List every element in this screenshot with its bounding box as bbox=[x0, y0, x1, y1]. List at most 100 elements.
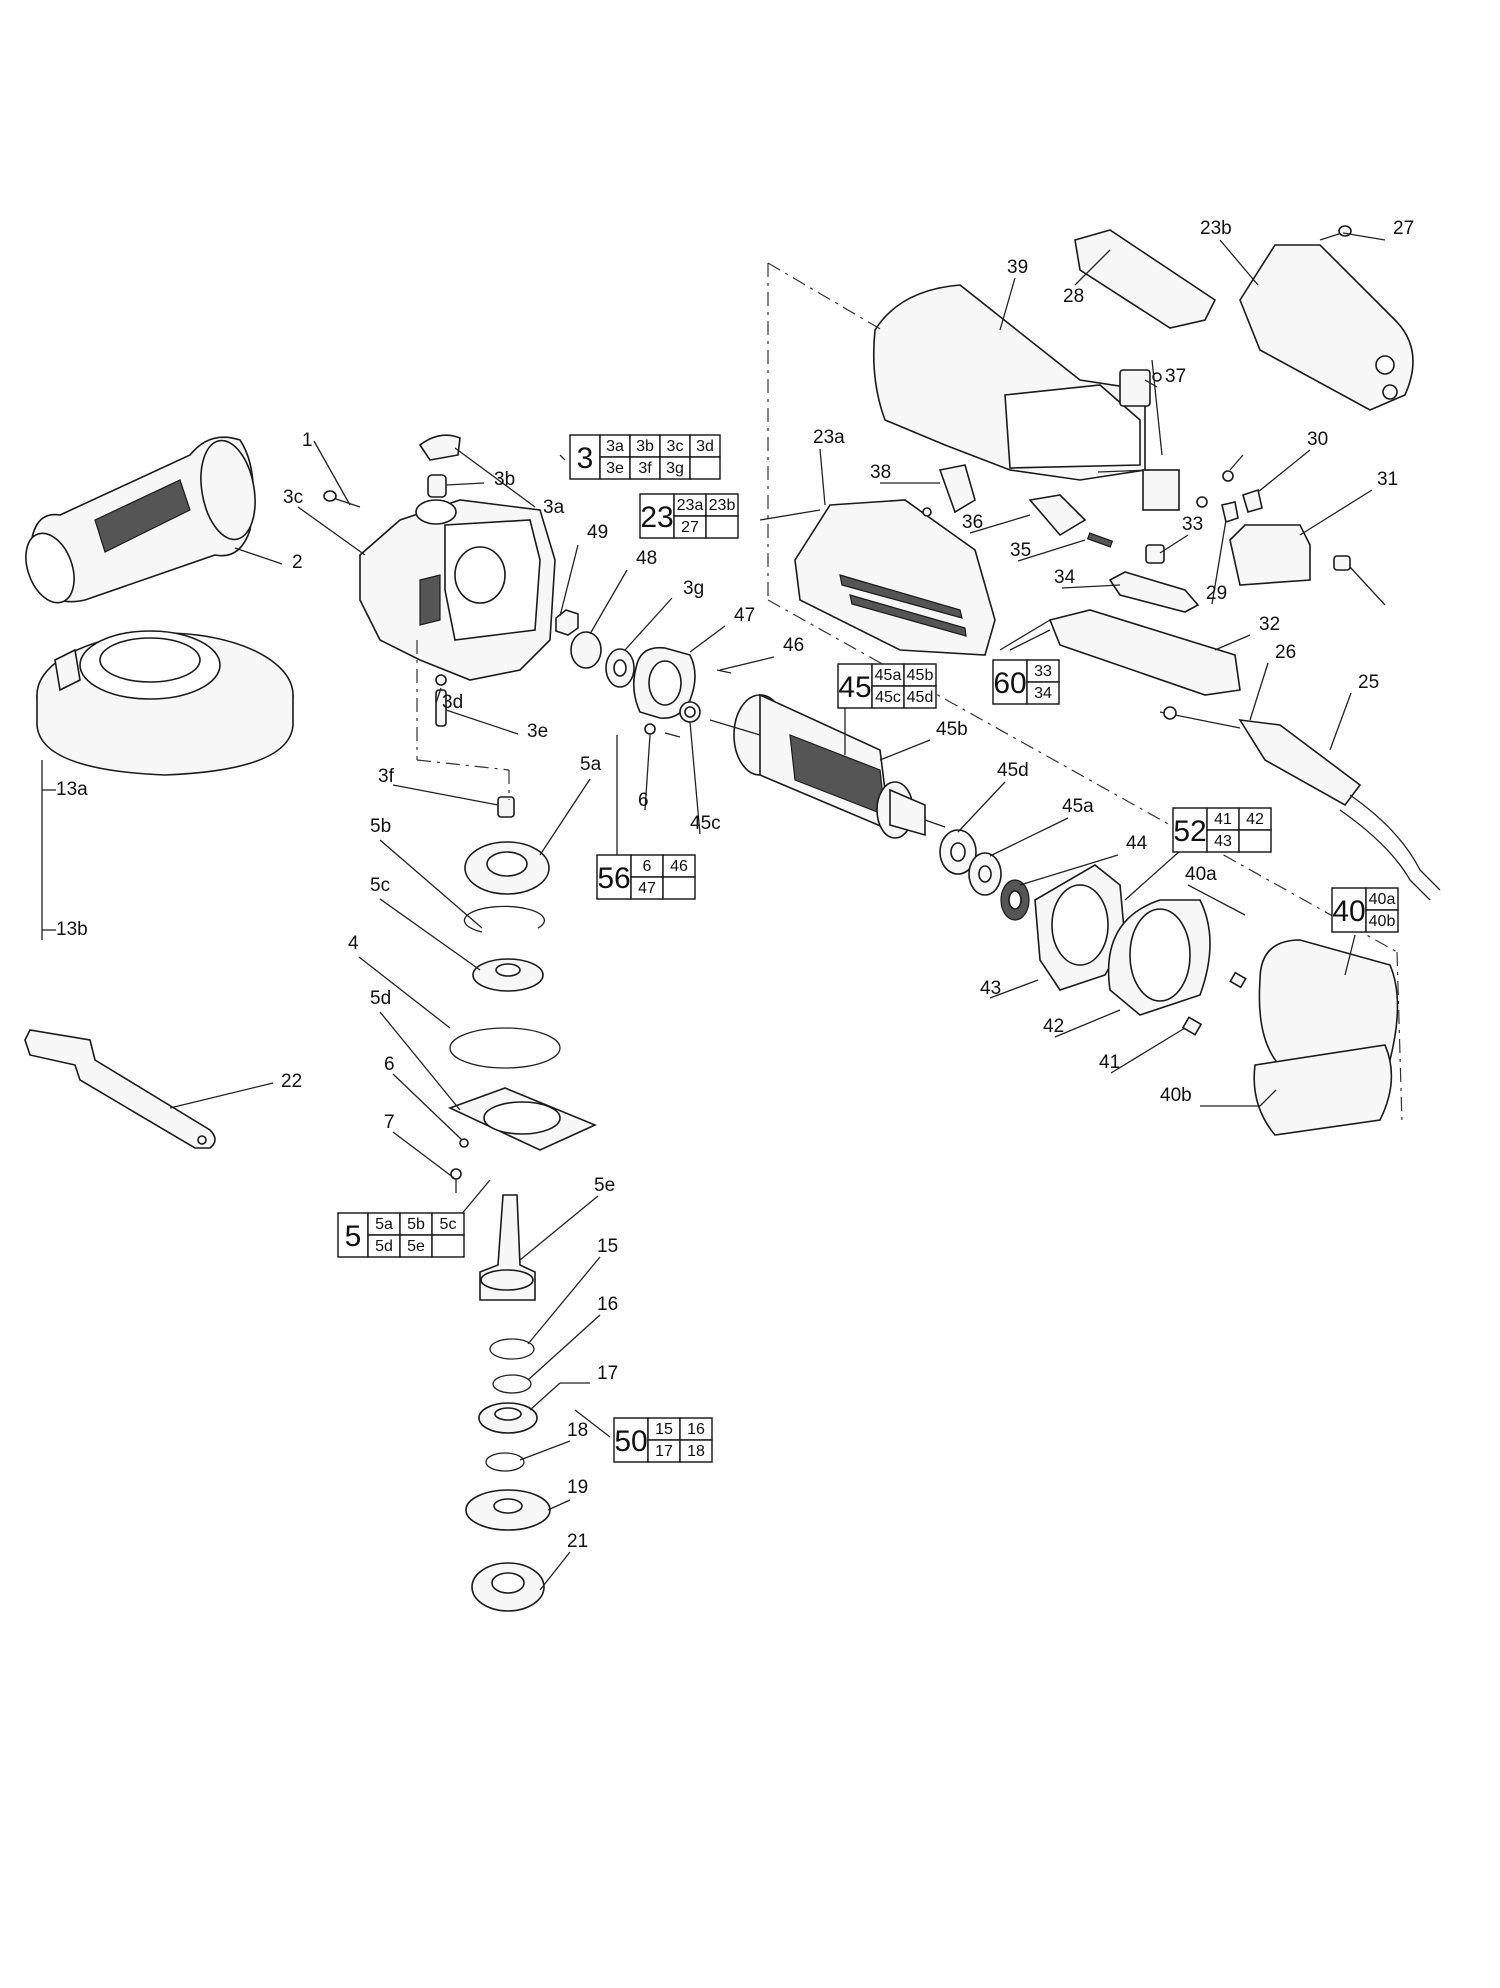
lever-34-part bbox=[1108, 571, 1200, 613]
callout-label-37: 37 bbox=[1165, 366, 1186, 387]
spring-3b-part bbox=[427, 474, 447, 498]
kit-main-number: 56 bbox=[597, 862, 630, 895]
callout-label-27: 27 bbox=[1393, 218, 1414, 239]
kit-sub-part: 46 bbox=[670, 858, 688, 875]
lock-button-part bbox=[418, 434, 461, 461]
o-ring-15-part bbox=[489, 1338, 535, 1360]
brush-41b-part bbox=[1229, 971, 1247, 989]
callout-label-23b: 23b bbox=[1200, 218, 1232, 239]
kit-main-number: 3 bbox=[577, 442, 594, 475]
ring-18-part bbox=[485, 1452, 525, 1472]
kit-sub-part: 5b bbox=[407, 1216, 425, 1233]
screw-1-part bbox=[323, 490, 361, 508]
callout-label-46: 46 bbox=[783, 635, 804, 656]
callout-labels: 123a3b3c3d3e3f3g45a5b5c5d5e66713a13b1516… bbox=[56, 218, 1414, 1552]
ring-3d-part bbox=[435, 674, 447, 686]
callout-label-38: 38 bbox=[870, 462, 891, 483]
kit-main-number: 45 bbox=[838, 671, 871, 704]
switch-part bbox=[1119, 369, 1151, 407]
callout-label-40a: 40a bbox=[1185, 864, 1217, 885]
kit-main-number: 5 bbox=[345, 1220, 362, 1253]
kit-sub-part: 15 bbox=[655, 1421, 673, 1438]
callout-label-31: 31 bbox=[1377, 469, 1398, 490]
kit-sub-part: 43 bbox=[1214, 833, 1232, 850]
callout-label-19: 19 bbox=[567, 1477, 588, 1498]
callout-label-49: 49 bbox=[587, 522, 608, 543]
callout-label-26: 26 bbox=[1275, 642, 1296, 663]
kit-sub-part: 42 bbox=[1246, 811, 1264, 828]
callout-label-40b: 40b bbox=[1160, 1085, 1192, 1106]
kit-sub-part: 5c bbox=[440, 1216, 457, 1233]
callout-label-44: 44 bbox=[1126, 833, 1148, 854]
callout-label-6: 6 bbox=[638, 790, 649, 811]
callout-label-13b: 13b bbox=[56, 919, 88, 940]
callout-label-30: 30 bbox=[1307, 429, 1328, 450]
kit-sub-part: 3g bbox=[666, 460, 684, 477]
cord-protector-part bbox=[1238, 718, 1362, 807]
callout-label-17: 17 bbox=[597, 1363, 618, 1384]
callout-label-45c: 45c bbox=[690, 813, 721, 834]
kit-main-number: 52 bbox=[1173, 815, 1206, 848]
kit-sub-part: 47 bbox=[638, 880, 656, 897]
kit-sub-part: 17 bbox=[655, 1443, 673, 1460]
kit-sub-part: 45b bbox=[907, 667, 934, 684]
screw-7-part bbox=[450, 1168, 462, 1180]
callout-label-3b: 3b bbox=[494, 469, 515, 490]
callout-label-32: 32 bbox=[1259, 614, 1280, 635]
kit-sub-part: 27 bbox=[681, 519, 699, 536]
callout-label-25: 25 bbox=[1358, 672, 1379, 693]
kit-sub-part: 45c bbox=[875, 689, 901, 706]
end-cap-40b-part bbox=[1253, 1044, 1393, 1136]
kit-sub-part: 45d bbox=[907, 689, 934, 706]
callout-label-47: 47 bbox=[734, 605, 755, 626]
callout-label-5b: 5b bbox=[370, 816, 391, 837]
callout-label-7: 7 bbox=[384, 1112, 395, 1133]
cover-28-part bbox=[1074, 229, 1217, 329]
part-36 bbox=[1028, 494, 1087, 537]
kit-sub-part: 3a bbox=[606, 438, 624, 455]
spanner-wrench-part bbox=[24, 1029, 216, 1149]
callout-label-5e: 5e bbox=[594, 1175, 615, 1196]
callout-label-2: 2 bbox=[292, 552, 303, 573]
callout-label-16: 16 bbox=[597, 1294, 618, 1315]
callout-label-39: 39 bbox=[1007, 257, 1028, 278]
kit-sub-part: 3b bbox=[636, 438, 654, 455]
lever-32-part bbox=[1048, 609, 1241, 696]
callout-label-35: 35 bbox=[1010, 540, 1031, 561]
part-38 bbox=[938, 464, 976, 514]
callout-label-33: 33 bbox=[1182, 514, 1203, 535]
o-ring-4-part bbox=[449, 1027, 561, 1069]
kit-main-number: 23 bbox=[640, 501, 673, 534]
callout-label-48: 48 bbox=[636, 548, 657, 569]
armature-part bbox=[709, 693, 946, 839]
spring-35-part bbox=[1086, 532, 1114, 548]
kit-sub-part: 3e bbox=[606, 460, 624, 477]
callout-label-41: 41 bbox=[1099, 1052, 1120, 1073]
o-ring-16-part bbox=[492, 1374, 532, 1394]
retaining-ring-5b-part bbox=[463, 905, 545, 933]
callout-label-45a: 45a bbox=[1062, 796, 1094, 817]
callout-label-3a: 3a bbox=[543, 497, 565, 518]
kit-sub-part: 5d bbox=[375, 1238, 393, 1255]
kit-sub-part: 6 bbox=[643, 858, 652, 875]
callout-label-18: 18 bbox=[567, 1420, 588, 1441]
callout-label-3e: 3e bbox=[527, 721, 548, 742]
callout-label-3g: 3g bbox=[683, 578, 704, 599]
callout-label-5c: 5c bbox=[370, 875, 390, 896]
bushing-48-part bbox=[570, 631, 602, 669]
callout-label-45d: 45d bbox=[997, 760, 1029, 781]
kit-sub-part: 23b bbox=[709, 497, 736, 514]
spring-33-part bbox=[1145, 544, 1165, 564]
callout-label-15: 15 bbox=[597, 1236, 618, 1257]
kit-sub-part: 45a bbox=[875, 667, 902, 684]
kit-sub-part: 23a bbox=[677, 497, 704, 514]
callout-label-3c: 3c bbox=[283, 487, 303, 508]
